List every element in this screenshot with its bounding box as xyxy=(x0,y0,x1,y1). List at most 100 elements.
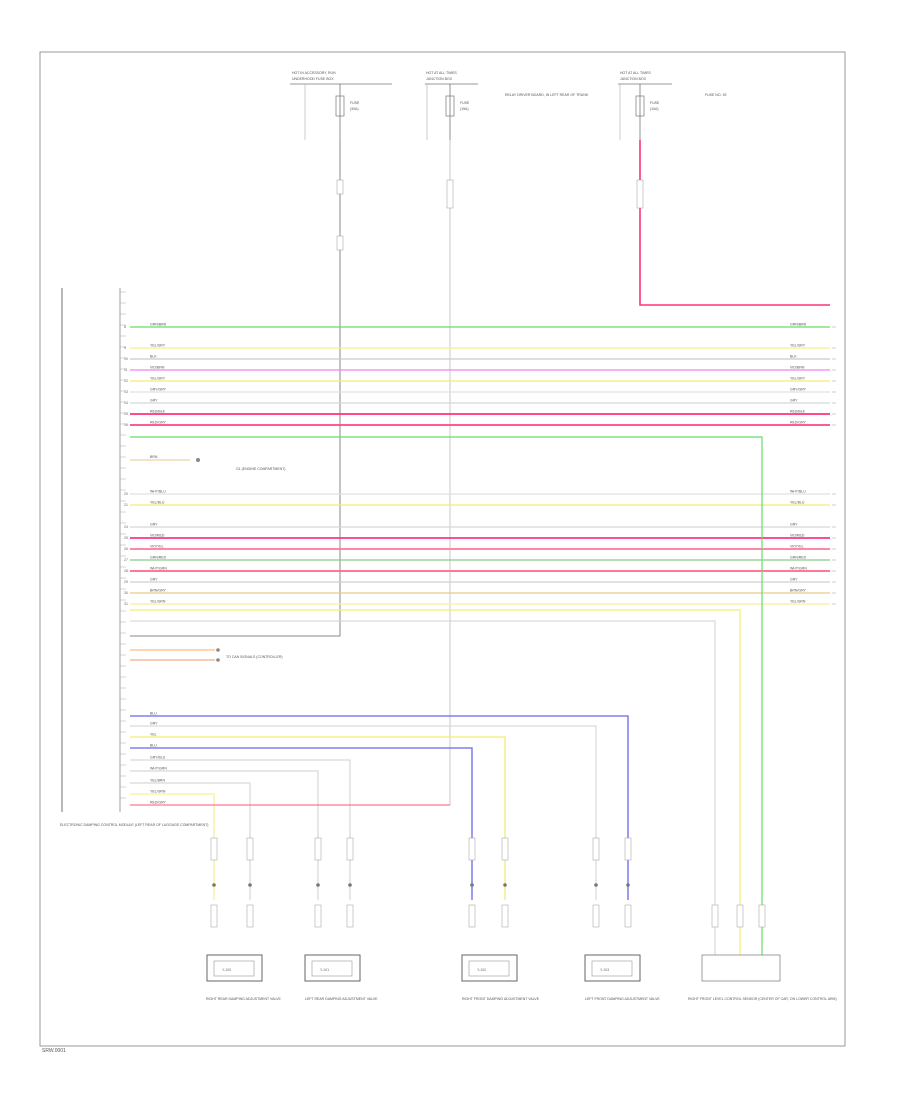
inline-connector xyxy=(711,904,719,928)
can-label: TO CAN SIGNALS (CONTROLLER) xyxy=(226,655,283,659)
ecu-pin-number: 28 xyxy=(124,569,128,573)
valve-rf-label: RIGHT FRONT DAMPING ADJUSTMENT VALVE xyxy=(462,997,540,1001)
fuse-3-name: FUSE xyxy=(650,101,660,105)
ecu-pin-number: 31 xyxy=(124,602,128,606)
wire-color-label-right: GRN/RED xyxy=(790,556,807,560)
wire-color-label-right: RED/BLK xyxy=(790,410,806,414)
wire-color-label-left: WHT/BLU xyxy=(150,490,166,494)
wire-color-label-right: RED/GRY xyxy=(790,421,807,425)
sensor-module-label: RIGHT FRONT LEVEL CONTROL SENSOR (CENTER… xyxy=(688,997,837,1001)
fuse-2-rating: (15A) xyxy=(460,107,469,111)
inline-connector xyxy=(210,904,218,928)
valve-wire-label: GRY xyxy=(150,722,158,726)
valve-right-rear: Y-100 RIGHT REAR DAMPING ADJUSTMENT VALV… xyxy=(206,954,281,1001)
fuse-1-box-text: UNDERHOOD FUSE BOX xyxy=(292,77,334,81)
ecu-pin-number: 24 xyxy=(124,525,128,529)
wire-color-label-right: YEL/GRY xyxy=(790,344,806,348)
ecu-pin-number: 29 xyxy=(124,580,128,584)
wire-color-label-right: VIO/YEL xyxy=(790,545,804,549)
sensor-wire-green xyxy=(130,436,763,955)
wire-color-label-left: GRN/RED xyxy=(150,556,167,560)
ecu-pin-number: 20 xyxy=(124,492,128,496)
valve-wire-label: RED/GRY xyxy=(150,801,167,805)
valve-wire-label: GRY/BLU xyxy=(150,756,166,760)
wire-color-label-left: RED/BLK xyxy=(150,410,166,414)
can-branch: TO CAN SIGNALS (CONTROLLER) xyxy=(130,648,283,662)
valve-wire-label: YEL/GRN xyxy=(150,790,166,794)
fuse-2-box-text: JUNCTION BOX xyxy=(426,77,453,81)
diagram-border xyxy=(39,51,846,1047)
wire-color-label-left: VIO/BRN xyxy=(150,366,165,370)
inline-connector xyxy=(592,837,600,861)
wire-color-label-left: YEL/GRY xyxy=(150,344,166,348)
inline-connector xyxy=(592,904,600,928)
wire-color-label-left: VIO/YEL xyxy=(150,545,164,549)
fuse-1-top-text: HOT IN ACCESSORY, RUN xyxy=(292,71,336,75)
fuse-2-name: FUSE xyxy=(460,101,470,105)
ecu-label: ELECTRONIC DAMPING CONTROL MODULE (LEFT … xyxy=(60,823,208,827)
wire-color-label-left: YEL/GRN xyxy=(150,600,166,604)
wire-color-label-left: YEL/GRY xyxy=(150,377,166,381)
wire-color-label-right: WHT/GRN xyxy=(790,567,807,571)
valve-wire-label: YEL xyxy=(150,733,157,737)
wire-color-label-right: GRN/BRN xyxy=(790,323,807,327)
wire-color-label-left: GRY/GRY xyxy=(150,388,167,392)
wire-color-label-left: VIO/RED xyxy=(150,534,165,538)
ground-wire-color: BRN xyxy=(150,455,158,459)
fuse-2-extra-text: RELAY DRIVER BOARD, IN LEFT REAR OF TRUN… xyxy=(505,93,589,97)
sensor-wire-gray xyxy=(130,620,716,955)
level-sensor-module: RIGHT FRONT LEVEL CONTROL SENSOR (CENTER… xyxy=(688,954,837,1001)
connector-dot xyxy=(212,883,216,887)
fuse-1-rating: (30A) xyxy=(350,107,359,111)
wire-color-label-right: VIO/RED xyxy=(790,534,805,538)
fuse-3-rating: (10A) xyxy=(650,107,659,111)
fuse-1-name: FUSE xyxy=(350,101,360,105)
wire-color-label-right: WHT/BLU xyxy=(790,490,806,494)
ecu-pin-number: 9 xyxy=(124,346,126,350)
wire-color-label-left: GRY xyxy=(150,399,158,403)
fuse-3-box-text: JUNCTION BOX xyxy=(620,77,647,81)
wire-color-label-right: YEL/BLU xyxy=(790,501,805,505)
fuse-3: HOT AT ALL TIMES JUNCTION BOX FUSE (10A)… xyxy=(618,71,726,140)
inline-connector xyxy=(501,904,509,928)
wire-color-label-right: YEL/GRN xyxy=(790,600,806,604)
wire-color-label-right: GRY xyxy=(790,399,798,403)
ecu-pin-number: 8 xyxy=(124,325,126,329)
wire-color-label-left: WHT/GRN xyxy=(150,567,167,571)
valve-rr-box-text: Y-100 xyxy=(222,968,231,972)
fuse-2: HOT AT ALL TIMES JUNCTION BOX FUSE (15A)… xyxy=(425,71,589,140)
connector-dot xyxy=(248,883,252,887)
inline-connector xyxy=(314,837,322,861)
ecu-pin-number: 11 xyxy=(124,368,128,372)
wire-color-label-right: BLK xyxy=(790,355,797,359)
valve-wire-label: WHT/GRN xyxy=(150,767,167,771)
valve-wire-label: YEL/BRN xyxy=(150,779,165,783)
ecu-pin-number: 10 xyxy=(124,357,128,361)
ecu-pin-number: 15 xyxy=(124,412,128,416)
wire-color-label-left: GRY xyxy=(150,523,158,527)
ecu-pin-number: 21 xyxy=(124,503,128,507)
connector-dot xyxy=(348,883,352,887)
inline-connector xyxy=(758,904,766,928)
wire-color-label-left: YEL/BLU xyxy=(150,501,165,505)
connector-dot xyxy=(316,883,320,887)
inline-connector xyxy=(246,837,254,861)
ecu-pin-number: 26 xyxy=(124,547,128,551)
connector-dot xyxy=(503,883,507,887)
ecu-pin-number: 12 xyxy=(124,379,128,383)
wire-color-label-left: BRN/GRY xyxy=(150,589,167,593)
ecu-pin-number: 16 xyxy=(124,423,128,427)
inline-connector xyxy=(624,837,632,861)
inline-connector xyxy=(624,904,632,928)
fuse-1-feed-wire xyxy=(130,140,341,637)
inline-connector xyxy=(468,904,476,928)
fuse-3-feed-wire xyxy=(639,140,830,306)
fuse-2-symbol xyxy=(445,95,455,117)
valve-left-rear: Y-101 LEFT REAR DAMPING ADJUSTMENT VALVE xyxy=(304,954,378,1001)
fuse-1: HOT IN ACCESSORY, RUN UNDERHOOD FUSE BOX… xyxy=(290,71,392,140)
valve-wire-label: BLU xyxy=(150,744,157,748)
valve-lr-label: LEFT REAR DAMPING ADJUSTMENT VALVE xyxy=(305,997,378,1001)
ground-branch: BRN G1 (ENGINE COMPARTMENT) xyxy=(130,455,285,471)
